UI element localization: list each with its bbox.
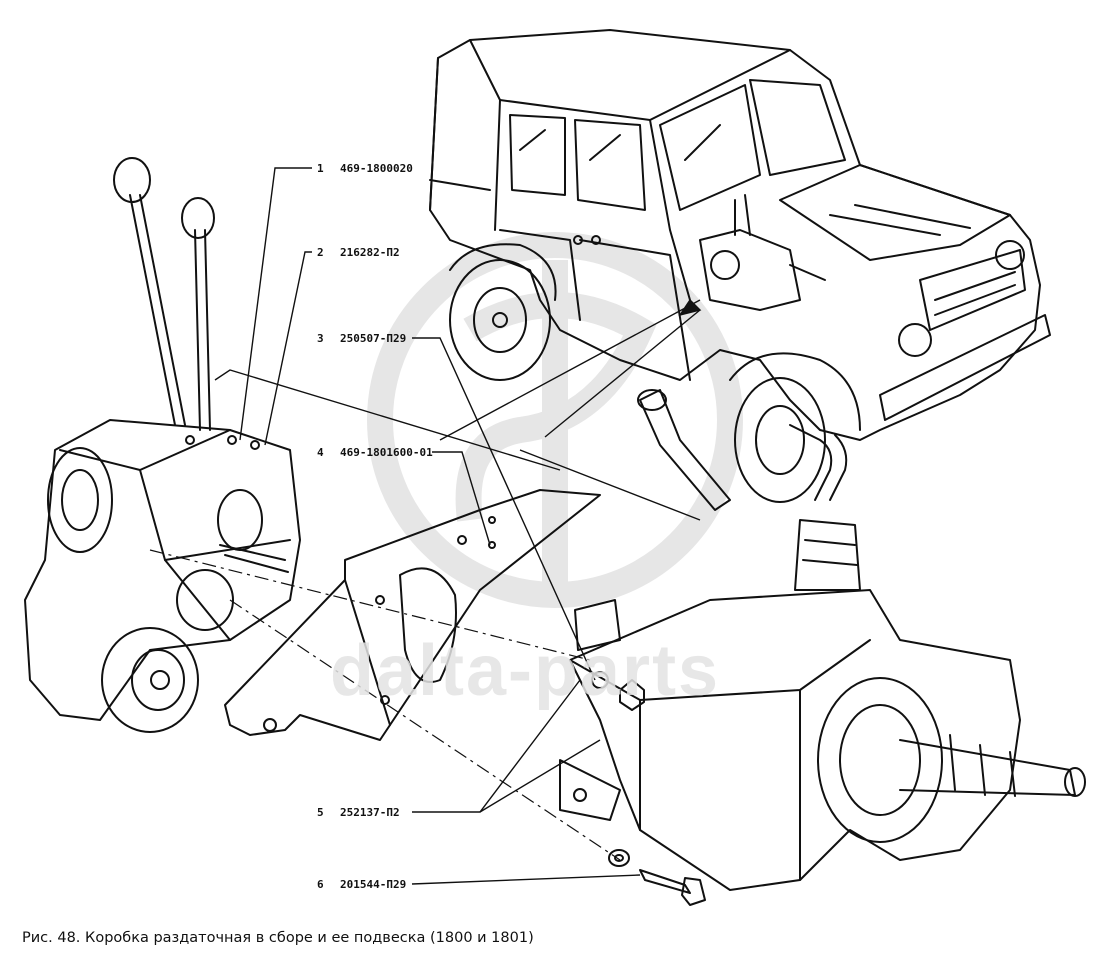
callout-number-4: 4 (317, 446, 324, 459)
callout-number-6: 6 (317, 878, 324, 891)
callout-number-5: 5 (317, 806, 324, 819)
callout-part-6: 201544-П29 (340, 878, 407, 891)
callout-part-3: 250507-П29 (340, 332, 407, 345)
transfer-case-left (24, 157, 301, 733)
callout-part-4: 469-1801600-01 (340, 446, 433, 459)
watermark-text: dalta-parts (330, 631, 721, 711)
vehicle-illustration (429, 29, 1051, 503)
mounting-bracket (224, 489, 601, 741)
transfer-case-right (559, 424, 1086, 891)
leader-lines (214, 167, 702, 885)
bolt-and-washer (608, 849, 706, 906)
lever-extension (637, 389, 731, 511)
callout-number-1: 1 (317, 162, 324, 175)
callout-part-5: 252137-П2 (340, 806, 400, 819)
callout-part-1: 469-1800020 (340, 162, 413, 175)
figure-caption: Рис. 48. Коробка раздаточная в сборе и е… (22, 930, 534, 946)
callout-part-2: 216282-П2 (340, 246, 400, 259)
callout-number-3: 3 (317, 332, 324, 345)
callout-number-2: 2 (317, 246, 324, 259)
axis-lines (149, 549, 621, 861)
